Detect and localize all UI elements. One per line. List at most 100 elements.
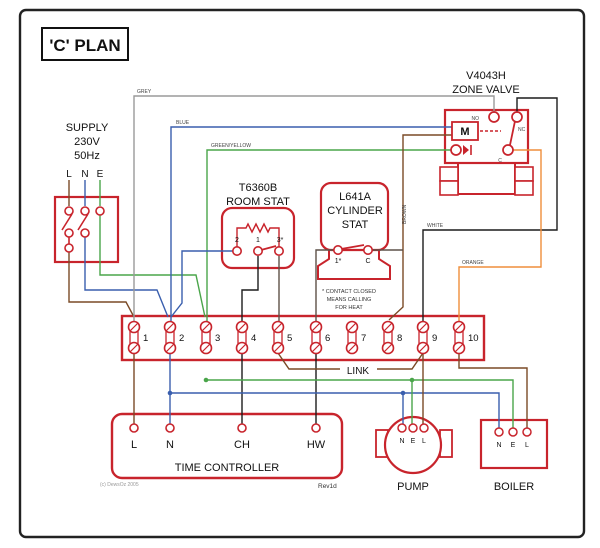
supply-title-2: 230V — [74, 136, 100, 148]
green-yellow-wire-label: GREEN/YELLOW — [211, 143, 251, 149]
wire-t10-boiler-l — [458, 353, 528, 428]
terminal-6-label: 6 — [325, 333, 330, 344]
boiler-label-l: L — [525, 442, 529, 449]
orange-wire-label: ORANGE — [462, 260, 484, 266]
valve-nc-contact — [511, 111, 523, 123]
valve-nc-label: NC — [518, 127, 526, 133]
room-stat-terminal-3-label: 3* — [277, 237, 284, 244]
wires — [68, 95, 558, 428]
wire-neutral-bus — [170, 392, 500, 428]
copyright-text: (c) DewsOz 2005 — [100, 482, 139, 488]
boiler: N E L BOILER — [494, 427, 534, 493]
valve-base — [457, 163, 516, 195]
terminal-4: 4 — [235, 320, 256, 355]
valve-earth-terminal — [450, 144, 462, 156]
cylinder-stat-terminal-c-label: C — [365, 258, 370, 265]
boiler-label-e: E — [511, 442, 516, 449]
terminal-6: 6 — [309, 320, 330, 355]
room-stat-title-1: T6360B — [239, 182, 278, 194]
valve-motor-box — [451, 121, 479, 141]
boiler-terminal-l — [522, 427, 532, 437]
time-controller: L N CH HW TIME CONTROLLER — [129, 423, 326, 474]
cylinder-stat-lever — [340, 244, 365, 250]
wire-neutral-to-terminal2 — [84, 237, 169, 318]
junction-dot-green — [409, 377, 415, 383]
room-stat-terminal-2 — [232, 246, 243, 257]
room-stat-terminal-1-label: 1 — [256, 237, 260, 244]
pump-label-n: N — [399, 438, 404, 445]
tc-label-hw: HW — [307, 439, 326, 451]
terminal-8: 8 — [381, 320, 402, 355]
wire-name-labels: GREY BLUE GREEN/YELLOW BROWN WHITE ORANG… — [137, 89, 484, 266]
switch-lever-live — [61, 213, 73, 231]
tc-terminal-l — [129, 423, 139, 433]
room-stat-title-2: ROOM STAT — [226, 196, 290, 208]
tc-label-ch: CH — [234, 439, 250, 451]
room-stat-terminal-1 — [253, 246, 264, 257]
boiler-terminal-e — [508, 427, 518, 437]
cylinder-stat-terminal-1-label: 1* — [335, 258, 342, 265]
white-wire-label: WHITE — [427, 223, 444, 229]
wire-grey-no — [133, 95, 495, 321]
wire-roomstat-1 — [241, 256, 259, 321]
switch-lever-neutral — [77, 213, 89, 231]
cylinder-stat-terminal-c — [362, 245, 373, 256]
zone-valve-title-1: V4043H — [466, 70, 506, 82]
room-stat-terminal-3 — [273, 246, 284, 257]
brown-wire-label: BROWN — [402, 204, 408, 224]
tc-label-l: L — [131, 439, 137, 451]
time-controller-title: TIME CONTROLLER — [175, 462, 280, 474]
resistor-icon — [236, 222, 280, 247]
tc-terminal-n — [165, 423, 175, 433]
cylinder-stat-title-1: L641A — [339, 191, 371, 203]
pump: N E L PUMP — [397, 423, 429, 493]
terminal-9: 9 — [416, 320, 437, 355]
wire-earth-to-terminal3 — [99, 215, 206, 318]
terminal-3-label: 3 — [215, 333, 220, 344]
pump-label-l: L — [422, 438, 426, 445]
terminal-5: 5 — [271, 320, 292, 355]
wire-roomstat-2 — [170, 250, 233, 318]
valve-c-label: C — [498, 158, 502, 164]
valve-switch-lever — [509, 120, 516, 146]
revision-text: Rev1d — [318, 483, 337, 490]
wire-brown-motor — [388, 134, 452, 321]
page-title: 'C' PLAN — [49, 36, 120, 55]
junction-dot-green-2 — [203, 377, 209, 383]
wire-live-to-terminal1 — [68, 252, 135, 318]
boiler-title: BOILER — [494, 481, 534, 493]
pump-terminal-n — [397, 423, 407, 433]
tc-label-n: N — [166, 439, 174, 451]
supply-title-1: SUPPLY — [66, 122, 109, 134]
terminal-2: 2 — [163, 320, 184, 355]
junction-dot-blue — [400, 390, 406, 396]
terminal-strip-contacts: 1 2 3 4 5 6 — [127, 320, 479, 355]
boiler-label-n: N — [496, 442, 501, 449]
cylinder-stat-note-2: MEANS CALLING — [327, 297, 372, 303]
cylinder-stat-terminal-1 — [332, 245, 343, 256]
terminal-7-label: 7 — [361, 333, 366, 344]
terminal-7: 7 — [345, 320, 366, 355]
supply-isolator-body — [53, 195, 120, 264]
wire-earth-bus — [206, 379, 514, 428]
supply-title-3: 50Hz — [74, 150, 100, 162]
terminal-1-label: 1 — [143, 333, 148, 344]
supply-isolator-contacts — [61, 206, 105, 253]
wire-white-nc — [422, 97, 558, 321]
diagram-border — [18, 8, 586, 539]
supply-label-l: L — [66, 169, 72, 180]
zone-valve-title-2: ZONE VALVE — [452, 84, 519, 96]
pump-terminal-e — [408, 423, 418, 433]
cylinder-stat-body — [319, 181, 390, 252]
junction-dot-blue-2 — [167, 390, 173, 396]
valve-flange-right — [514, 166, 534, 196]
valve-no-contact — [488, 111, 500, 123]
blue-wire-label: BLUE — [176, 120, 190, 126]
valve-motor-label: M — [460, 126, 469, 138]
supply-label-n: N — [81, 169, 88, 180]
terminal-9-label: 9 — [432, 333, 437, 344]
terminal-5-label: 5 — [287, 333, 292, 344]
plan-title-box: 'C' PLAN — [41, 27, 129, 61]
valve-no-label: NO — [472, 116, 480, 122]
